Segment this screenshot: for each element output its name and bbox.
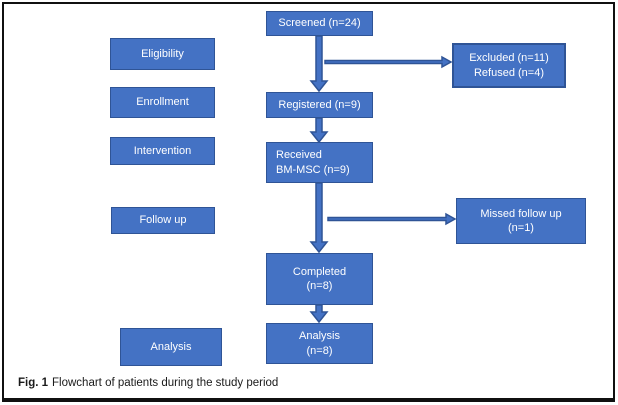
stage-box-enrollment: Enrollment (110, 87, 215, 118)
branch-box-missed-follow-up: Missed follow up (n=1) (456, 198, 586, 244)
figure-frame (2, 2, 615, 402)
stage-box-follow-up: Follow up (111, 207, 215, 234)
figure-caption-text: Flowchart of patients during the study p… (52, 377, 279, 389)
stage-box-analysis: Analysis (120, 328, 222, 366)
flow-box-completed: Completed (n=8) (266, 253, 373, 305)
branch-box-excluded-refused: Excluded (n=11) Refused (n=4) (452, 43, 566, 88)
stage-box-intervention: Intervention (110, 137, 215, 165)
stage-box-eligibility: Eligibility (110, 38, 215, 70)
flow-box-analysis: Analysis (n=8) (266, 323, 373, 364)
flow-box-registered: Registered (n=9) (266, 92, 373, 118)
flow-box-received-bm-msc: Received BM-MSC (n=9) (266, 142, 373, 183)
figure-caption-label: Fig. 1 (18, 377, 49, 389)
flow-box-screened: Screened (n=24) (266, 11, 373, 36)
